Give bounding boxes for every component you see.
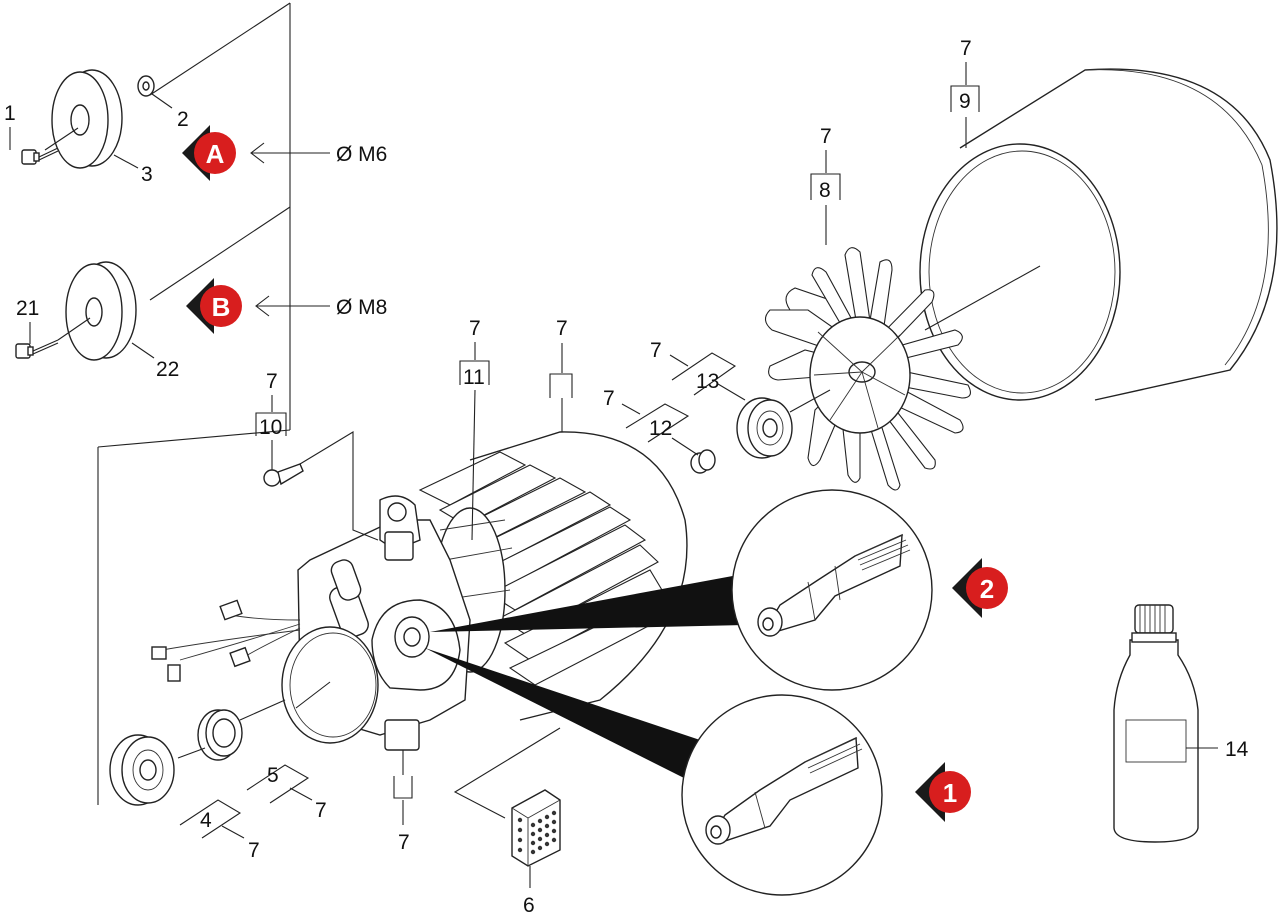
label-22: 22 bbox=[156, 358, 179, 381]
part-21-screw bbox=[15, 339, 59, 359]
label-7-above-12: 7 bbox=[603, 387, 615, 410]
label-7-near-4: 7 bbox=[248, 839, 260, 862]
label-7-motor: 7 bbox=[556, 317, 568, 340]
part-5-seal bbox=[197, 709, 243, 761]
part-6-filter bbox=[453, 727, 561, 867]
part-10-screw bbox=[263, 463, 304, 487]
label-5: 5 bbox=[267, 764, 279, 787]
part-14-oil-bottle bbox=[1113, 604, 1218, 843]
label-6: 6 bbox=[523, 894, 535, 917]
part-9-stator-housing bbox=[919, 68, 1278, 401]
part-4-bearing bbox=[109, 734, 175, 806]
badge-2: 2 bbox=[952, 558, 1008, 618]
label-2: 2 bbox=[177, 108, 189, 131]
part-22-disc bbox=[57, 261, 137, 361]
variant-box-outline bbox=[97, 2, 291, 805]
label-10: 10 bbox=[259, 416, 282, 439]
motor-assembly bbox=[151, 431, 688, 751]
label-14: 14 bbox=[1225, 738, 1249, 761]
label-1: 1 bbox=[4, 102, 16, 125]
label-9: 9 bbox=[959, 90, 971, 113]
detail-circle-2 bbox=[731, 489, 933, 691]
part-8-fan bbox=[764, 247, 971, 491]
part-12-ring bbox=[690, 449, 716, 474]
part-1-screw bbox=[21, 147, 59, 165]
part-13-bearing bbox=[736, 389, 831, 459]
label-7-above-10: 7 bbox=[266, 370, 278, 393]
badge-b: B bbox=[186, 278, 242, 334]
thread-m8-label: Ø M8 bbox=[336, 296, 387, 319]
label-7-above-9: 7 bbox=[960, 37, 972, 60]
label-13: 13 bbox=[696, 370, 719, 393]
badge-2-number: 2 bbox=[980, 574, 994, 604]
badge-1: 1 bbox=[915, 762, 971, 822]
label-4: 4 bbox=[200, 809, 212, 832]
badge-b-letter: B bbox=[212, 292, 231, 322]
badge-1-number: 1 bbox=[943, 778, 957, 808]
part-3-disc bbox=[44, 69, 123, 169]
label-21: 21 bbox=[16, 297, 39, 320]
label-7-near-5: 7 bbox=[315, 799, 327, 822]
label-3: 3 bbox=[141, 163, 153, 186]
label-12: 12 bbox=[649, 417, 672, 440]
part-2-washer bbox=[137, 75, 155, 97]
detail-beam-1 bbox=[425, 648, 700, 780]
label-7-above-8: 7 bbox=[820, 125, 832, 148]
detail-beam-2 bbox=[430, 575, 745, 632]
reference-brackets bbox=[179, 62, 980, 888]
badge-a-letter: A bbox=[206, 139, 225, 169]
badge-a: A bbox=[182, 125, 236, 181]
label-7-above-13: 7 bbox=[650, 339, 662, 362]
label-7-bottom: 7 bbox=[398, 831, 410, 854]
label-7-above-11: 7 bbox=[469, 317, 481, 340]
detail-circle-1 bbox=[681, 694, 883, 896]
thread-m6-label: Ø M6 bbox=[336, 143, 387, 166]
label-11: 11 bbox=[463, 366, 485, 389]
label-8: 8 bbox=[819, 179, 831, 202]
